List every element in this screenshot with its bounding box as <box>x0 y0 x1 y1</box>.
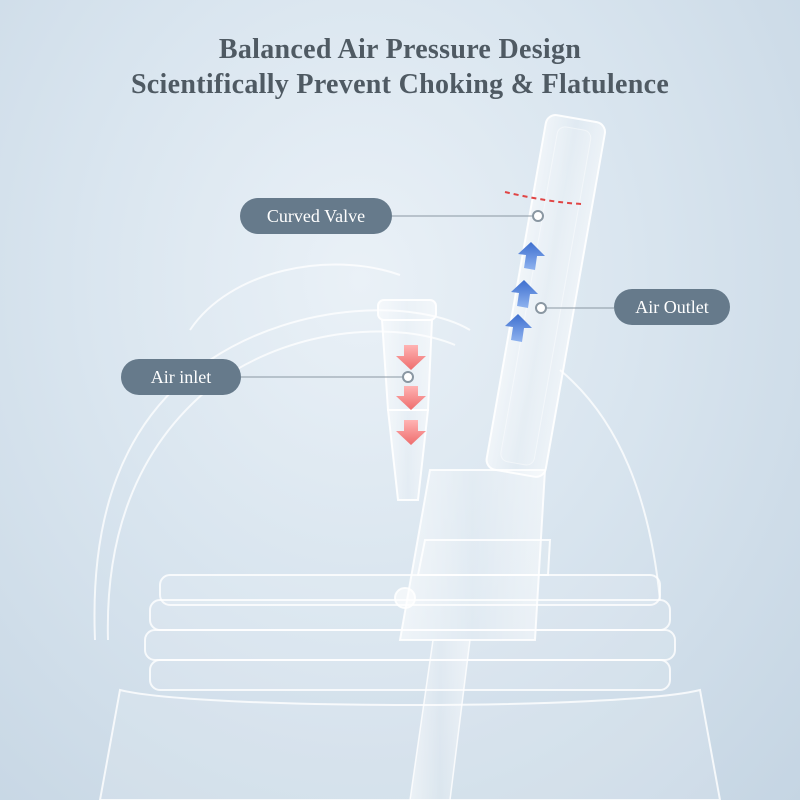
inlet-arrows <box>396 345 426 445</box>
headline-line-2: Scientifically Prevent Choking & Flatule… <box>130 69 670 100</box>
main-straw <box>485 114 607 478</box>
leader-lines <box>241 215 614 378</box>
callout-air-outlet: Air Outlet <box>614 289 730 325</box>
straw-connector <box>394 469 552 641</box>
callout-air-inlet: Air inlet <box>121 359 241 395</box>
headline-line-1: Balanced Air Pressure Design <box>218 34 582 65</box>
outlet-arrows <box>505 242 545 342</box>
marker-dots <box>402 210 547 383</box>
curved-valve-marker <box>504 191 583 205</box>
callout-curved-valve: Curved Valve <box>240 198 392 234</box>
